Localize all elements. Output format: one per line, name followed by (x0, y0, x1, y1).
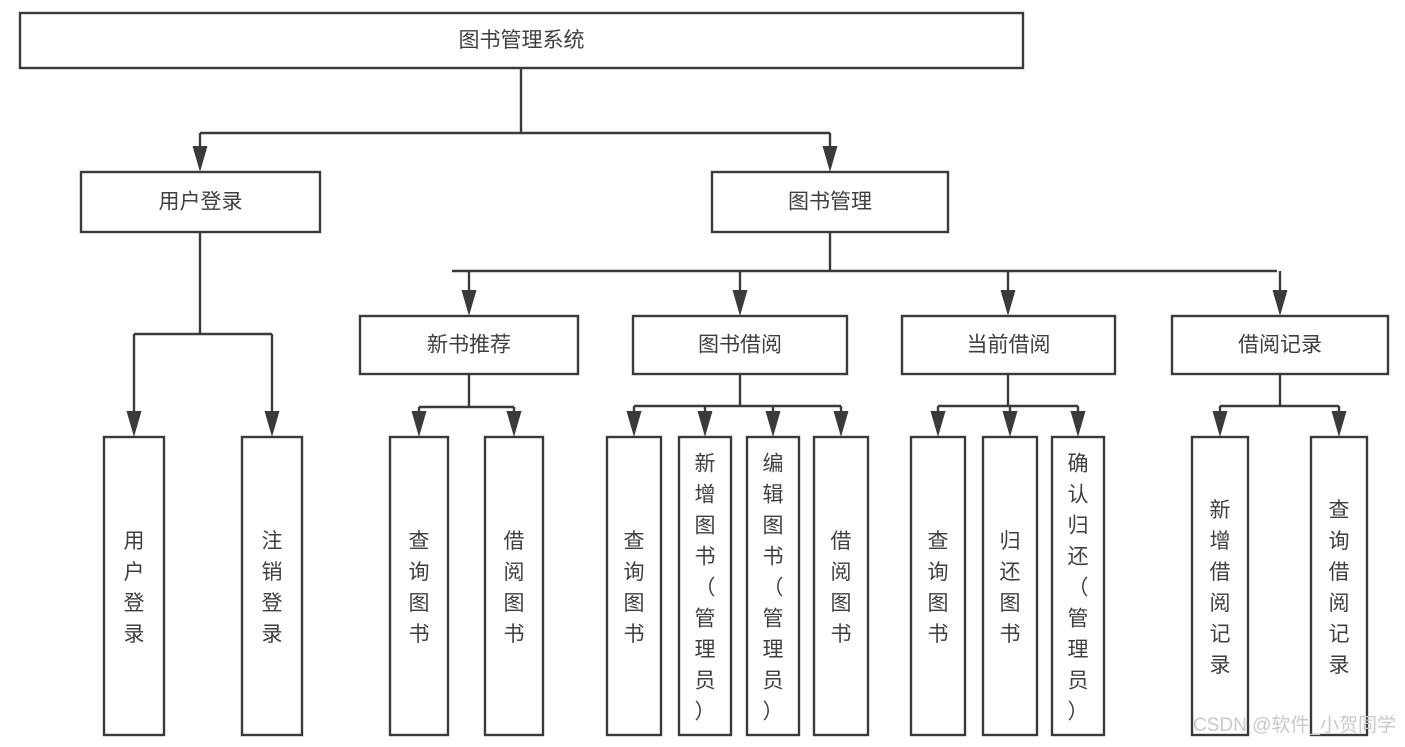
node-label: 图书管理 (788, 191, 872, 214)
arrow-leaf-logout (264, 334, 280, 437)
node-new-book-recommend[interactable]: 新书推荐 (358, 314, 580, 376)
node-leaf-query-book-1[interactable]: 查询图书 (388, 435, 450, 737)
node-user-login[interactable]: 用户登录 (79, 170, 322, 234)
arrow-book-management (822, 133, 838, 172)
connector-bus-user-login (134, 232, 272, 336)
node-label: 编辑图书（管理员） (763, 453, 784, 724)
arrow-add-book (697, 406, 713, 437)
node-leaf-confirm-return[interactable]: 确认归还（管理员） (1050, 435, 1106, 737)
arrow-borrow-book-2 (833, 406, 849, 437)
arrow-query-book-3 (930, 406, 946, 437)
arrow-borrow-records (1272, 271, 1288, 316)
arrow-return-book (1002, 406, 1018, 437)
arrow-leaf-user-login (126, 334, 142, 437)
node-label: 查询借阅记录 (1329, 499, 1350, 677)
connector-bus-current-borrow (938, 374, 1078, 408)
node-label: 借阅图书 (831, 530, 852, 646)
node-borrow-records[interactable]: 借阅记录 (1170, 314, 1390, 376)
arrow-current-borrow (1000, 271, 1016, 316)
node-label: 用户登录 (159, 191, 243, 214)
arrow-book-borrow (732, 271, 748, 316)
node-leaf-user-login[interactable]: 用户登录 (102, 435, 166, 737)
arrow-user-login (192, 133, 208, 172)
arrow-query-book-2 (626, 406, 642, 437)
node-label: 图书管理系统 (459, 29, 585, 52)
arrow-add-record (1212, 406, 1228, 437)
node-root[interactable]: 图书管理系统 (18, 11, 1025, 70)
connector-bus-new-book (419, 374, 514, 409)
node-label: 注销登录 (262, 530, 283, 646)
csdn-watermark: CSDN @软件_小贺同学 (1193, 714, 1396, 736)
node-label: 图书借阅 (698, 334, 782, 357)
node-label: 借阅记录 (1238, 334, 1322, 357)
connector-bus-root (200, 68, 830, 135)
connector-bus-borrow-records (1220, 374, 1339, 408)
node-leaf-logout[interactable]: 注销登录 (240, 435, 304, 737)
node-label: 借阅图书 (504, 530, 525, 646)
arrow-confirm-return (1070, 406, 1086, 437)
arrow-edit-book (765, 406, 781, 437)
node-leaf-return-book[interactable]: 归还图书 (981, 435, 1039, 737)
node-leaf-add-book[interactable]: 新增图书（管理员） (677, 435, 733, 737)
node-label: 用户登录 (124, 530, 145, 646)
node-leaf-query-record[interactable]: 查询借阅记录 (1309, 435, 1369, 737)
node-label: 新增借阅记录 (1210, 499, 1231, 677)
node-current-borrow[interactable]: 当前借阅 (900, 314, 1117, 376)
arrow-borrow-book-1 (506, 407, 522, 437)
node-label: 新书推荐 (427, 334, 511, 357)
arrow-query-book-1 (411, 407, 427, 437)
node-label: 新增图书（管理员） (695, 453, 716, 724)
node-label: 查询图书 (624, 530, 645, 646)
node-book-borrow[interactable]: 图书借阅 (631, 314, 849, 376)
arrow-new-book (461, 271, 477, 316)
node-leaf-edit-book[interactable]: 编辑图书（管理员） (745, 435, 801, 737)
node-leaf-borrow-book-1[interactable]: 借阅图书 (483, 435, 545, 737)
connector-layer (134, 68, 1339, 409)
watermark-layer: CSDN @软件_小贺同学 (1193, 714, 1396, 736)
connector-bus-book-management (452, 232, 1277, 273)
node-label: 归还图书 (1000, 530, 1021, 646)
node-leaf-query-book-2[interactable]: 查询图书 (605, 435, 663, 737)
node-leaf-borrow-book-2[interactable]: 借阅图书 (812, 435, 870, 737)
node-book-management[interactable]: 图书管理 (710, 170, 950, 234)
node-layer: 图书管理系统用户登录图书管理新书推荐图书借阅当前借阅借阅记录用户登录注销登录查询… (18, 11, 1390, 737)
node-label: 查询图书 (409, 530, 430, 646)
node-leaf-query-book-3[interactable]: 查询图书 (909, 435, 967, 737)
node-label: 当前借阅 (967, 334, 1051, 357)
arrowhead-layer (126, 133, 1347, 437)
arrow-query-record (1331, 406, 1347, 437)
node-leaf-add-record[interactable]: 新增借阅记录 (1190, 435, 1250, 737)
node-label: 确认归还（管理员） (1068, 453, 1089, 724)
node-label: 查询图书 (928, 530, 949, 646)
connector-bus-book-borrow (634, 374, 841, 408)
